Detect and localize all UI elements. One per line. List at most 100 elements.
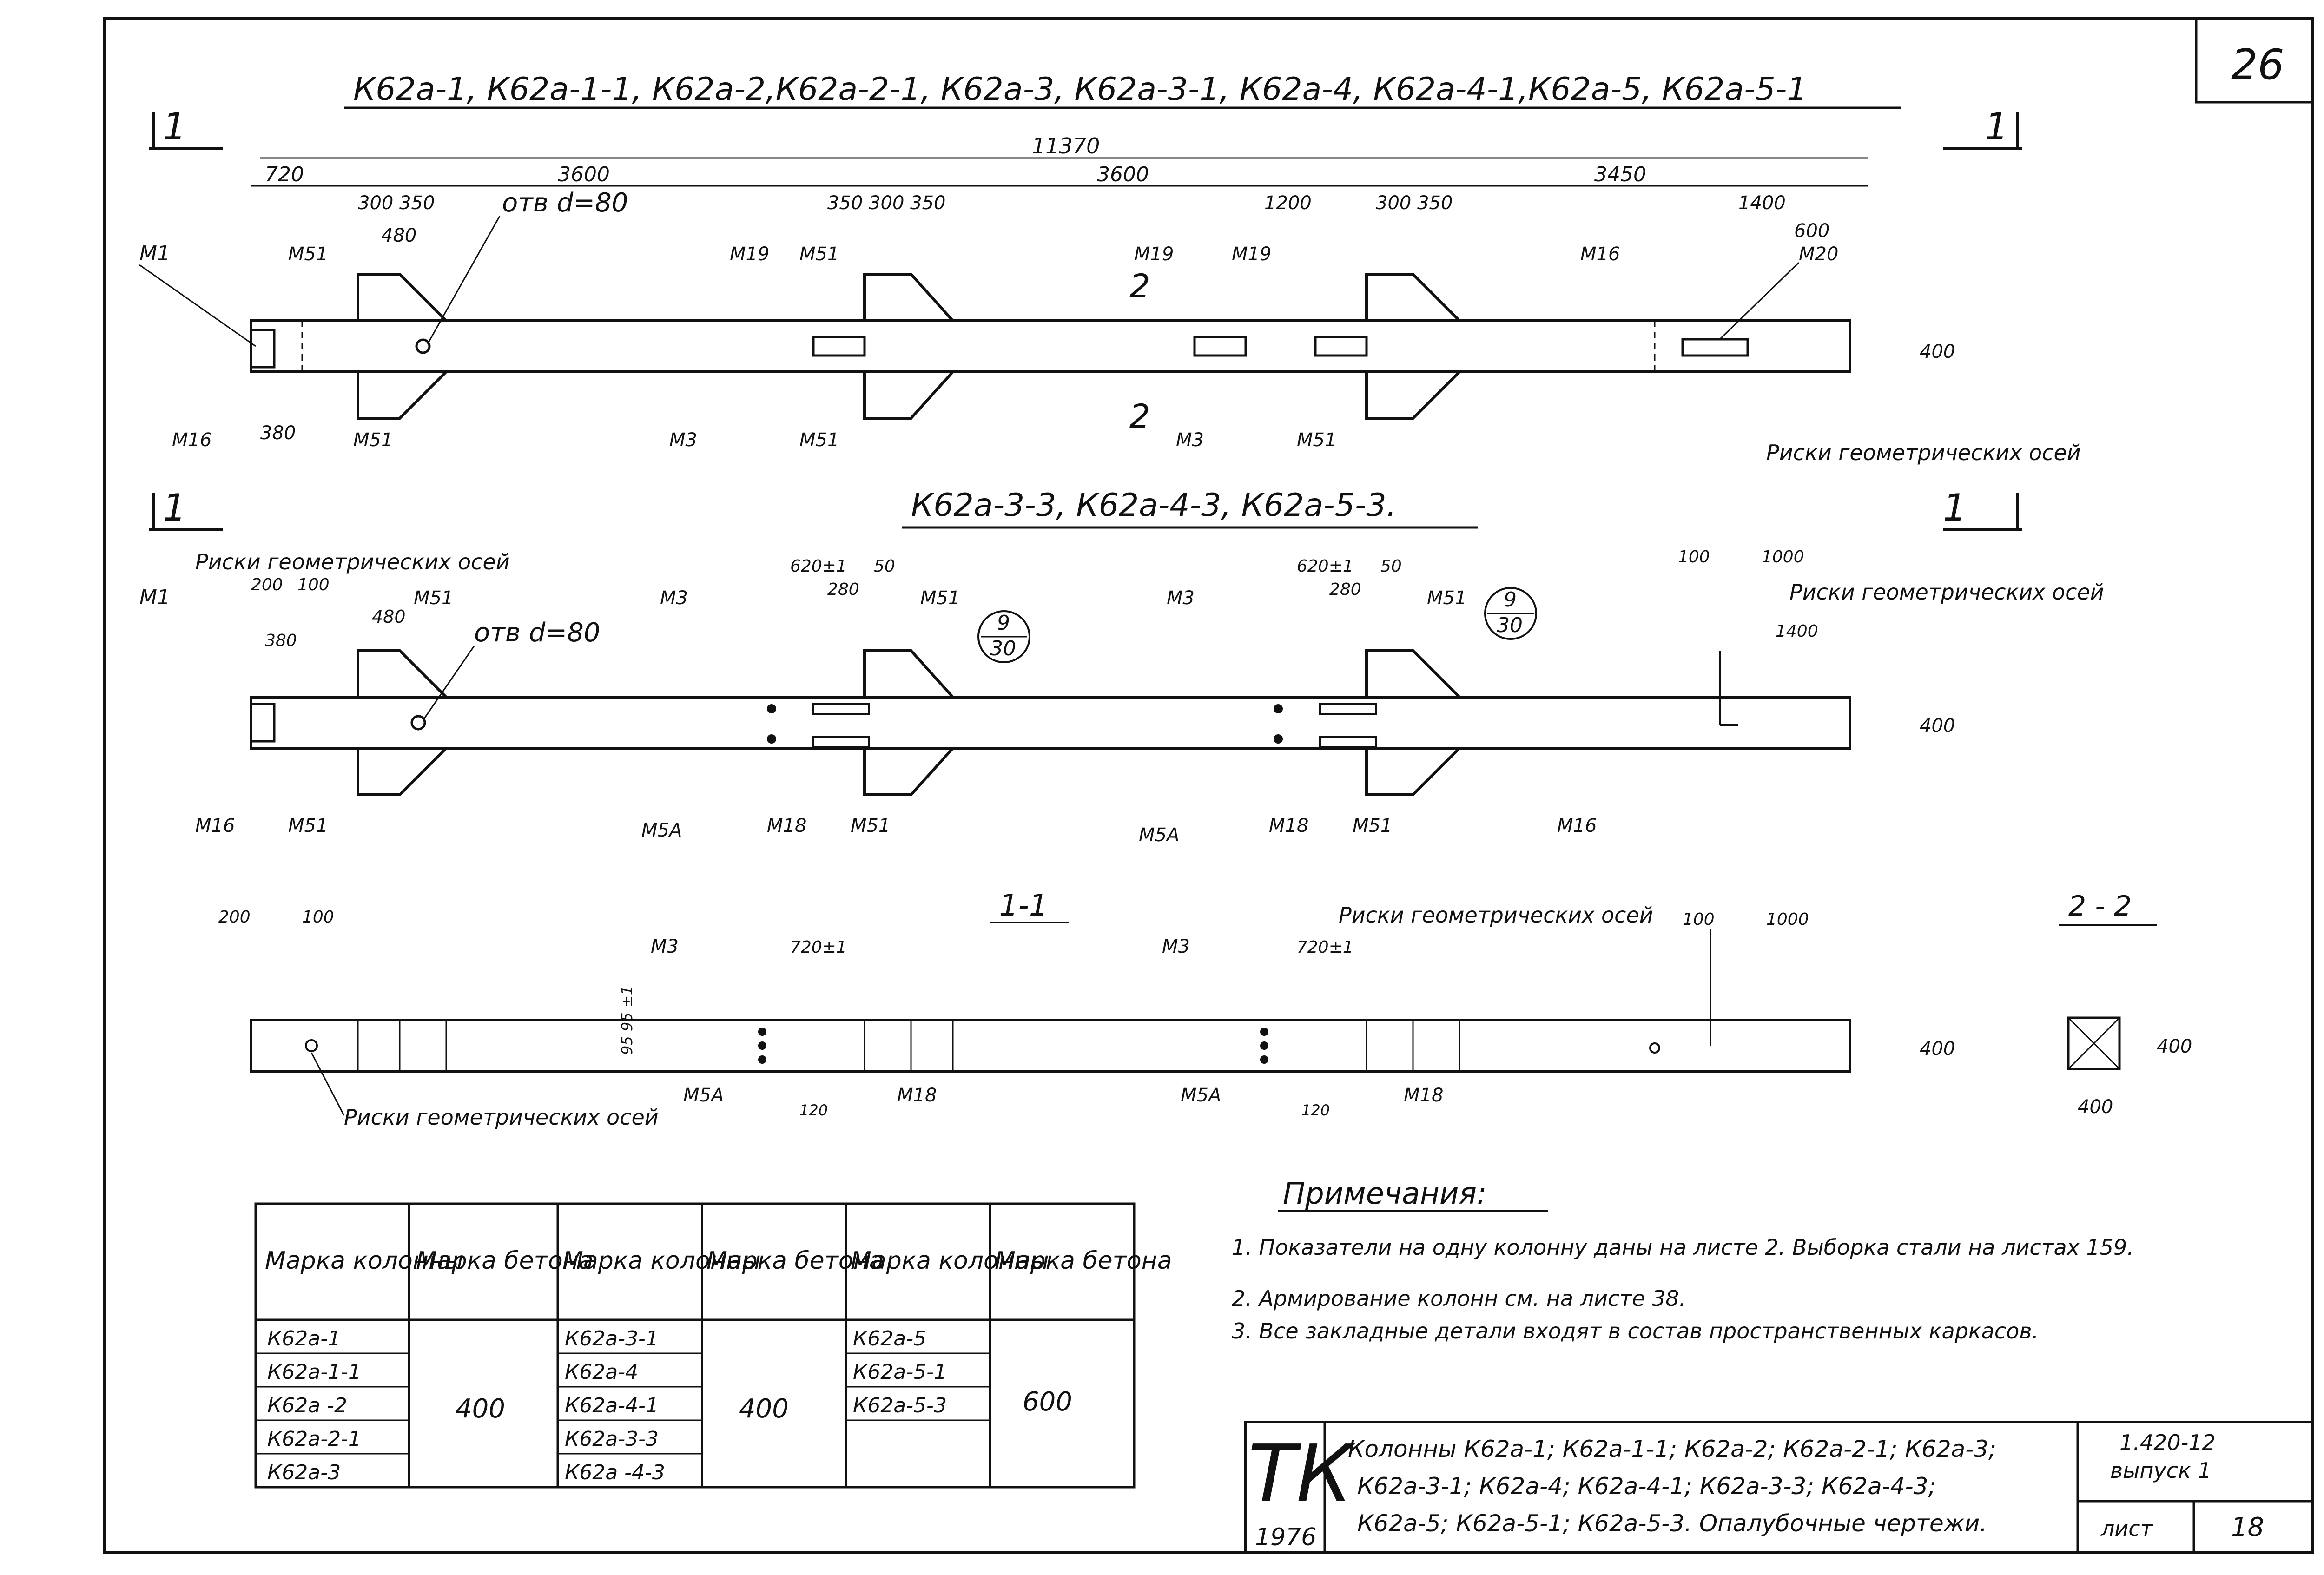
td-g1-r3: К62а -2: [267, 1394, 347, 1417]
part-m51-e: M51: [1297, 429, 1336, 451]
dim-1000-2: 1000: [1762, 547, 1804, 567]
dim-1400: 1400: [1738, 192, 1786, 214]
part-m51-2a: M51: [414, 587, 453, 609]
notes-block: Примечания: 1. Показатели на одну колонн…: [1232, 1177, 2134, 1344]
stamp-year: 1976: [1255, 1523, 1316, 1551]
dim-total-11370: 11370: [1032, 133, 1100, 158]
stamp-issue: выпуск 1: [2110, 1458, 2212, 1483]
dim-3450: 3450: [1594, 163, 1646, 186]
section-22-dim-h: 400: [2157, 1036, 2192, 1057]
section-22-dim-w: 400: [2078, 1096, 2113, 1118]
part-m51-2b: M51: [920, 587, 960, 609]
td-g3-r1: К62а-5: [853, 1327, 926, 1351]
axis-note-1: Риски геометрических осей: [1766, 440, 2081, 465]
part-m18-s1a: M18: [897, 1085, 937, 1106]
dim-200-s1: 200: [218, 908, 251, 927]
part-m3-s1a: M3: [651, 936, 679, 957]
th-concrete-2: Марка бетона: [706, 1247, 884, 1275]
dim-400-s1: 400: [1920, 1038, 1955, 1060]
dim-50-a: 50: [874, 557, 895, 576]
part-m3-b: M3: [1176, 429, 1204, 451]
section-mark-left-2: 1: [163, 486, 186, 529]
stamp-sheet-label: лист: [2100, 1516, 2153, 1541]
sheet-frame: [103, 17, 2314, 1554]
part-m19-c: M19: [1232, 244, 1271, 265]
part-m3-a: M3: [669, 429, 697, 451]
section-22-title: 2 - 2: [2068, 890, 2132, 923]
part-m1: M1: [139, 242, 170, 265]
dim-350-300-350: 350 300 350: [827, 192, 945, 214]
part-m5a-s1b: M5A: [1181, 1085, 1221, 1106]
column-plan-2: К62а-3-3, К62а-4-3, К62а-5-3. 1 1 Риски …: [139, 486, 2104, 846]
th-concrete-3: Марка бетона: [995, 1247, 1172, 1275]
section-1-1: 1-1 200 100 M3 720±1 95 95 ±1 M5A 120 M1…: [218, 889, 1955, 1130]
stamp-logo: ТК: [1248, 1428, 1355, 1520]
dim-620-b: 620±1: [1297, 557, 1353, 576]
title-block: ТК 1976 Колонны К62а-1; К62а-1-1; К62а-2…: [1244, 1421, 2314, 1554]
dim-480-2: 480: [372, 606, 406, 627]
part-m51-2c: M51: [1427, 587, 1466, 609]
part-m51-b: M51: [799, 244, 839, 265]
part-m51-2f: M51: [1353, 815, 1392, 837]
part-m51-2e: M51: [851, 815, 890, 837]
td-g3-concrete: 600: [1023, 1387, 1072, 1417]
callout-30-b: 30: [1497, 613, 1523, 637]
td-g3-r2: К62а-5-1: [853, 1360, 947, 1384]
td-g3-r3: К62а-5-3: [853, 1394, 947, 1417]
td-g2-concrete: 400: [739, 1394, 789, 1424]
part-m16-bottom: M16: [172, 429, 211, 451]
section-11-title: 1-1: [999, 889, 1048, 923]
td-g2-r2: К62а-4: [565, 1360, 638, 1384]
part-m3-2a: M3: [660, 587, 688, 609]
dim-280-a: 280: [827, 580, 859, 599]
stamp-desc-3: К62а-5; К62а-5-1; К62а-5-3. Опалубочные …: [1357, 1510, 1987, 1537]
part-m16-2: M16: [195, 815, 235, 837]
td-g1-r5: К62а-3: [267, 1461, 341, 1484]
dim-380-2: 380: [265, 631, 297, 650]
dim-720-s1a: 720±1: [790, 938, 847, 957]
dim-100-s1b: 100: [1683, 910, 1715, 929]
callout-9-b: 9: [1504, 588, 1517, 612]
dim-620-a: 620±1: [790, 557, 847, 576]
note-3: 3. Все закладные детали входят в состав …: [1232, 1318, 2039, 1344]
dim-100-s1: 100: [302, 908, 334, 927]
td-g1-r2: К62а-1-1: [267, 1360, 361, 1384]
dim-400-d2: 400: [1920, 715, 1955, 737]
drawing2-title: К62а-3-3, К62а-4-3, К62а-5-3.: [911, 487, 1396, 524]
section-mark-2-top: 2: [1129, 267, 1150, 305]
dim-3600-a: 3600: [558, 163, 610, 186]
part-m5a-b: M5A: [1139, 824, 1179, 846]
stamp-desc-1: Колонны К62а-1; К62а-1-1; К62а-2; К62а-2…: [1348, 1436, 1996, 1463]
part-m51: M51: [288, 244, 328, 265]
td-g1-r1: К62а-1: [267, 1327, 341, 1351]
part-m3-s1b: M3: [1162, 936, 1190, 957]
concrete-grade-table: Марка колонны Марка бетона Марка колонны…: [254, 1202, 1172, 1489]
stamp-sheet-number: 18: [2231, 1512, 2264, 1542]
notes-title: Примечания:: [1283, 1177, 1487, 1211]
dim-1400-2: 1400: [1776, 622, 1818, 641]
part-m20: M20: [1799, 244, 1838, 265]
td-g1-concrete: 400: [456, 1394, 505, 1424]
dim-120-s1b: 120: [1301, 1101, 1330, 1119]
td-g1-r4: К62а-2-1: [267, 1427, 361, 1451]
dim-720: 720: [265, 163, 304, 186]
part-m18-b: M18: [1269, 815, 1308, 837]
dim-300-350-c: 300 350: [1376, 192, 1452, 214]
section-mark-right-2: 1: [1943, 486, 1967, 529]
dim-400-d1: 400: [1920, 341, 1955, 362]
part-m18-s1b: M18: [1404, 1085, 1443, 1106]
part-m16-2b: M16: [1557, 815, 1597, 837]
column-plan-1: К62а-1, К62а-1-1, К62а-2,К62а-2-1, К62а-…: [139, 71, 2081, 465]
dim-480: 480: [381, 225, 416, 246]
stamp-desc-2: К62а-3-1; К62а-4; К62а-4-1; К62а-3-3; К6…: [1357, 1473, 1936, 1500]
note-1: 1. Показатели на одну колонну даны на ли…: [1232, 1235, 2134, 1260]
part-m3-2b: M3: [1167, 587, 1195, 609]
part-m51-c: M51: [353, 429, 393, 451]
part-m51-2d: M51: [288, 815, 328, 837]
part-m1-2: M1: [139, 586, 170, 609]
dim-280-b: 280: [1329, 580, 1361, 599]
dim-200: 200: [251, 575, 283, 594]
axis-note-2-right: Риски геометрических осей: [1789, 580, 2104, 605]
dim-3600-b: 3600: [1097, 163, 1149, 186]
